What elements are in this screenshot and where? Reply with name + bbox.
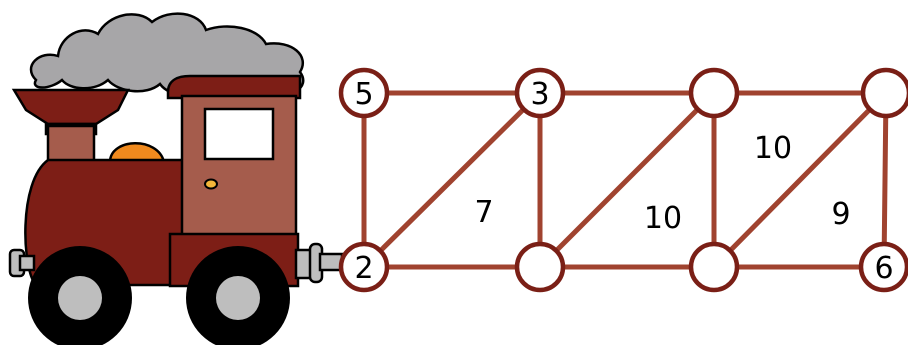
graph-edge (881, 90, 889, 270)
node-circle (858, 241, 908, 293)
graph-node (514, 241, 566, 293)
node-label: 6 (874, 251, 893, 286)
graph-edges (361, 90, 889, 270)
node-circle (514, 67, 566, 119)
graph-edge (711, 90, 889, 270)
front-buffer (8, 248, 36, 278)
node-circle (514, 241, 566, 293)
smokestack-funnel (11, 88, 131, 126)
rear-coupler (294, 242, 344, 284)
cab-roof (166, 74, 302, 100)
graph-node: 6 (858, 241, 908, 293)
node-label: 2 (354, 251, 373, 286)
graph-node (860, 67, 908, 119)
front-wheel (28, 246, 132, 345)
node-circle (338, 67, 390, 119)
node-circle (860, 67, 908, 119)
face-label: 9 (831, 197, 850, 232)
graph-node: 5 (338, 67, 390, 119)
graph-node: 2 (338, 241, 390, 293)
train-illustration (8, 12, 344, 345)
graph-edge (361, 90, 543, 270)
face-label: 10 (644, 201, 682, 236)
face-label: 10 (754, 131, 792, 166)
face-label: 7 (474, 195, 493, 230)
node-label: 5 (354, 77, 373, 112)
node-label: 3 (530, 77, 549, 112)
graph-diagram: 7 10 10 9 5 3 2 (338, 67, 908, 293)
node-circle (338, 241, 390, 293)
rear-wheel (186, 246, 290, 345)
door-knob (204, 178, 218, 190)
node-circle (688, 241, 740, 293)
graph-edge (537, 90, 717, 270)
graph-node (688, 67, 740, 119)
graph-node (688, 241, 740, 293)
cab-window (203, 107, 275, 161)
node-circle (688, 67, 740, 119)
graph-node: 3 (514, 67, 566, 119)
